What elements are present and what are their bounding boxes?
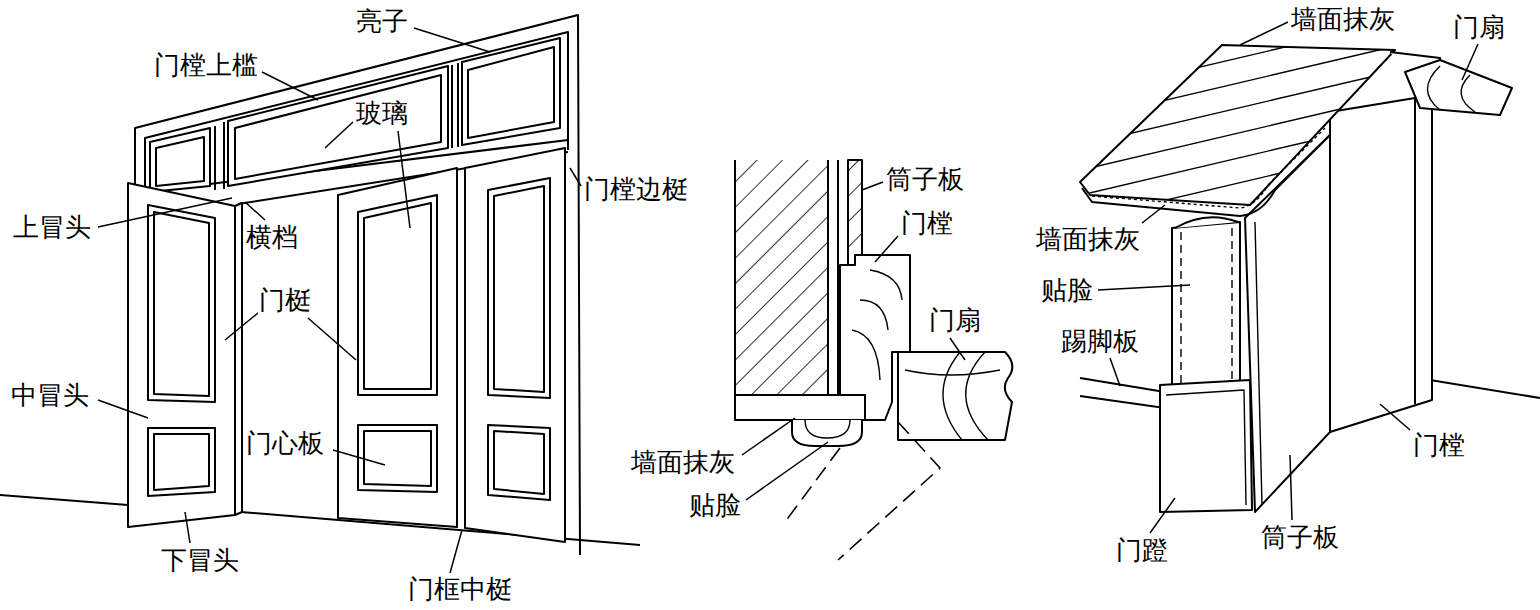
door-section [735, 160, 1012, 560]
part-label: 门樘边梃 [583, 174, 689, 204]
part-label: 门樘 [1412, 430, 1466, 460]
part-label: 门蹬 [1115, 535, 1169, 565]
part-label: 门心板 [245, 428, 325, 458]
part-label: 门扇 [928, 305, 982, 335]
part-label: 亮子 [355, 6, 409, 36]
part-label: 墙面抹灰 [1035, 224, 1141, 254]
part-label: 墙面抹灰 [1290, 4, 1396, 34]
part-label: 贴脸 [1040, 275, 1094, 305]
part-label: 中冒头 [10, 380, 90, 410]
part-label: 玻璃 [355, 98, 409, 128]
door-elevation [0, 15, 640, 555]
door-trim-perspective [1060, 20, 1540, 512]
part-label: 门樘 [900, 208, 954, 238]
part-label: 墙面抹灰 [630, 447, 736, 477]
part-label: 筒子板 [885, 164, 965, 194]
part-label: 门框中梃 [407, 574, 513, 604]
part-label: 筒子板 [1260, 522, 1340, 552]
part-label: 下冒头 [160, 545, 240, 575]
part-label: 贴脸 [688, 490, 742, 520]
leader-lines [98, 22, 1478, 573]
part-label: 门扇 [1452, 12, 1506, 42]
part-label: 横档 [245, 222, 299, 252]
part-label: 门樘上槛 [153, 50, 259, 80]
part-label: 踢脚板 [1060, 326, 1140, 356]
part-label: 上冒头 [12, 212, 92, 242]
part-label: 门梃 [258, 285, 312, 315]
